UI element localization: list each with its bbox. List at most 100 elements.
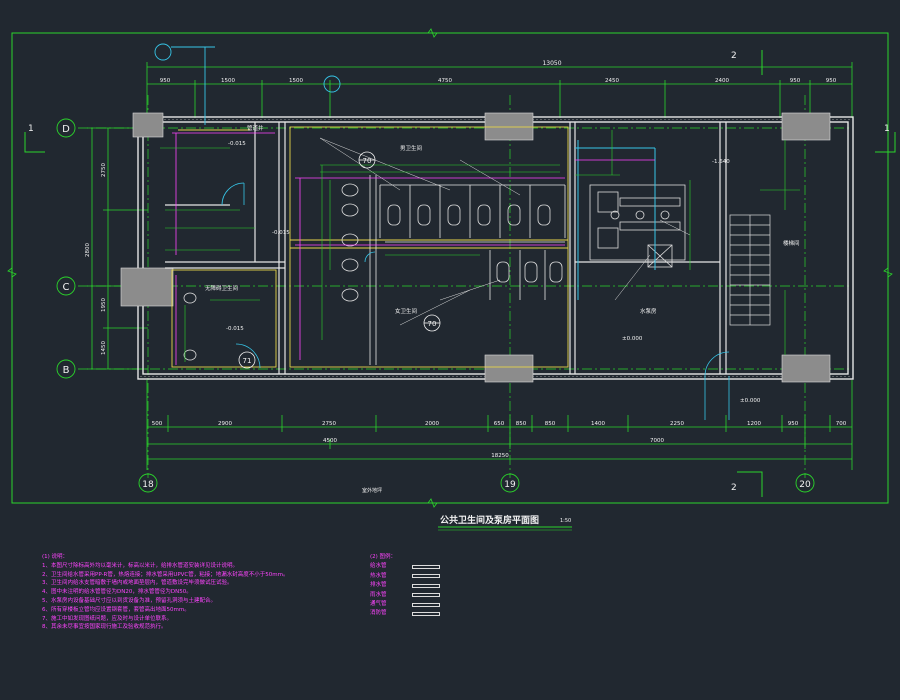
- section-markers: [24, 50, 896, 497]
- legend-heading: (2) 图例：: [370, 554, 397, 560]
- legend-swatch: [412, 574, 440, 579]
- room-label: 无障碍卫生间: [205, 284, 238, 292]
- grid-bubbles-horizontal: [138, 473, 815, 493]
- top-dimension-labels: 950 1500 1500 4750 2450 2400 950 950: [160, 78, 837, 84]
- dim-label: 1500: [221, 78, 235, 84]
- dim-label: 850: [545, 421, 556, 427]
- grid-bubble-label: C: [63, 282, 70, 293]
- dim-label: 4500: [323, 438, 337, 444]
- circle-tag-label: 71: [243, 357, 252, 365]
- room-label: 水泵房: [640, 307, 657, 315]
- room-label: 楼梯间: [783, 239, 800, 247]
- notes-line: 5、水泵房内设备基础尺寸应以到货设备为准，预留孔洞须与土建配合。: [42, 597, 217, 604]
- fixture-basins: [183, 183, 359, 361]
- notes-line: 2、卫生间给水管采用PP-R管，热熔连接；排水管采用UPVC管，粘接；地漏水封高…: [42, 571, 289, 578]
- water-pipes: [172, 132, 655, 365]
- interior-walls: [165, 122, 727, 374]
- dim-label: 7000: [650, 438, 664, 444]
- dim-label: 1400: [591, 421, 605, 427]
- dim-label: 2900: [218, 421, 232, 427]
- dim-label: 2250: [670, 421, 684, 427]
- legend-row: 消防管: [370, 609, 440, 618]
- toilet-block-outline: [171, 126, 569, 368]
- pump-equipment: [589, 184, 686, 268]
- top-overall-dimension: 13050: [542, 60, 561, 67]
- legend-row: 给水管: [370, 562, 440, 571]
- notes-line: 4、图中未注明的给水管管径为DN20，排水管管径为DN50。: [42, 589, 192, 596]
- grid-lines: [78, 95, 852, 478]
- dim-label: 2000: [425, 421, 439, 427]
- overall-dimension: 18250: [491, 453, 509, 459]
- dim-label: 2750: [322, 421, 336, 427]
- pump-piping: [575, 140, 656, 300]
- elevation-marks: -0.015 -0.015 -0.015 ±0.000 ±0.000 -1.64…: [226, 141, 761, 404]
- outdoor-grade-note: 室外地坪: [362, 487, 382, 494]
- circle-tag-label: 70: [428, 320, 437, 328]
- notes-heading: (1) 说明：: [42, 554, 69, 560]
- grid-bubble-label: 20: [799, 480, 811, 490]
- legend-swatch: [412, 612, 440, 617]
- notes-line: 8、其余未尽事宜按国家现行施工及验收规范执行。: [42, 624, 167, 631]
- dim-label: 1200: [747, 421, 761, 427]
- dim-label: 950: [788, 421, 799, 427]
- circle-tag-label: 70: [363, 157, 372, 165]
- elevation-label: -0.015: [272, 230, 290, 236]
- drawing-scale: 1:50: [560, 518, 571, 524]
- notes-line: 7、施工中如发现图纸问题，应及时与设计单位联系。: [42, 615, 173, 622]
- dim-label: 500: [152, 421, 163, 427]
- grid-bubble-label: 18: [142, 480, 154, 490]
- dim-label: 1500: [289, 78, 303, 84]
- dim-label: 950: [790, 78, 801, 84]
- room-label: 管道井: [247, 124, 264, 132]
- break-marks: [7, 28, 893, 508]
- notes-line: 6、所有穿楼板立管均应设置钢套管，套管高出地面50mm。: [42, 606, 190, 613]
- elevation-label: -1.640: [712, 159, 730, 165]
- legend-swatch: [412, 583, 440, 588]
- grid-bubble-label: B: [63, 365, 70, 376]
- legend-label: 通气管: [370, 600, 387, 607]
- dim-label: 2800: [85, 243, 91, 257]
- drawing-title: 公共卫生间及泵房平面图: [440, 514, 539, 526]
- dim-label: 700: [836, 421, 847, 427]
- section-marker-label: 1: [884, 124, 890, 134]
- structural-columns: [120, 112, 831, 383]
- elevation-label: -0.015: [226, 326, 244, 332]
- dim-label: 4750: [438, 78, 452, 84]
- dim-label: 950: [826, 78, 837, 84]
- dim-label: 2750: [101, 163, 107, 177]
- section-marker-label: 2: [731, 51, 737, 61]
- legend-label: 雨水管: [370, 591, 387, 598]
- detail-marker: [154, 43, 341, 125]
- legend-row: 热水管: [370, 572, 440, 581]
- grid-bubble-label: D: [62, 124, 70, 135]
- design-notes: (1) 说明： 1、本图尺寸除标高外均以毫米计，标高以米计，给排水管道安装详见设…: [42, 553, 362, 632]
- section-marker-label: 1: [28, 124, 34, 134]
- cubicle-partitions: [369, 175, 566, 365]
- dim-label: 850: [516, 421, 527, 427]
- leader-lines: [319, 137, 691, 326]
- legend-swatch: [412, 565, 440, 570]
- circle-tags: [238, 151, 441, 369]
- notes-line: 3、卫生间内给水支管暗敷于墙内或地面垫层内，管道敷设完毕须做试压试验。: [42, 580, 233, 587]
- legend-row: 雨水管: [370, 591, 440, 600]
- top-dimension-chain: [146, 62, 853, 118]
- legend-row: 排水管: [370, 581, 440, 590]
- bottom-dimension-chain: [146, 380, 853, 470]
- legend-swatch: [412, 593, 440, 598]
- grid-bubble-label: 19: [504, 480, 516, 490]
- stair: [729, 214, 771, 326]
- dim-label: 650: [494, 421, 505, 427]
- legend-swatch: [412, 602, 440, 607]
- dim-label: 2450: [605, 78, 619, 84]
- pipe-legend: (2) 图例： 给水管 热水管 排水管 雨水管 通气管 消防管: [370, 553, 440, 619]
- notes-line: 1、本图尺寸除标高外均以毫米计，标高以米计，给排水管道安装详见设计说明。: [42, 562, 239, 569]
- fixture-toilets: [387, 204, 563, 283]
- legend-label: 热水管: [370, 572, 387, 579]
- room-labels: 男卫生间 女卫生间 无障碍卫生间 管道井 水泵房 楼梯间: [205, 124, 800, 315]
- room-label: 女卫生间: [395, 307, 417, 315]
- elevation-label: ±0.000: [622, 336, 643, 342]
- dim-label: 2400: [715, 78, 729, 84]
- room-label: 男卫生间: [400, 144, 422, 152]
- doors: [221, 182, 730, 420]
